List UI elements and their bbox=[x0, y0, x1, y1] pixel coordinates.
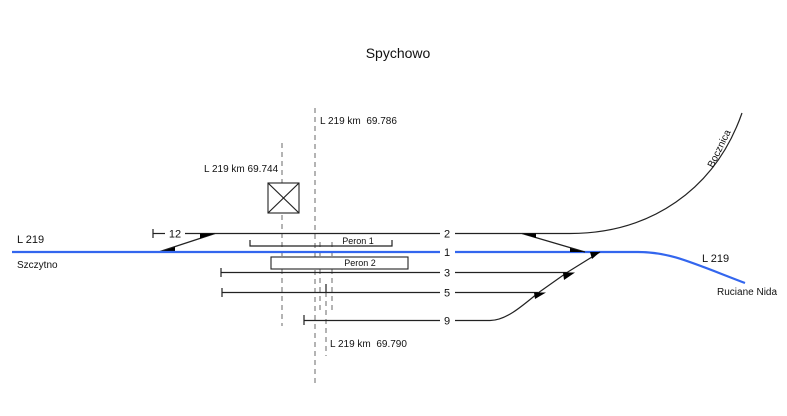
km-label-69790: L 219 km 69.790 bbox=[330, 339, 407, 350]
platform-1-label: Peron 1 bbox=[342, 236, 374, 246]
line-label-right: L 219 bbox=[702, 253, 729, 265]
km-label-69744: L 219 km 69.744 bbox=[204, 164, 279, 175]
track-number-3: 3 bbox=[444, 268, 450, 280]
switch-frog-icon bbox=[534, 292, 546, 299]
level-crossing-icon bbox=[267, 182, 300, 214]
km-label-69786: L 219 km 69.786 bbox=[320, 116, 397, 127]
switch-frog-icon bbox=[161, 247, 175, 252]
track-number-2: 2 bbox=[444, 229, 450, 241]
switch-frog-icon bbox=[563, 272, 575, 280]
destination-left: Szczytno bbox=[17, 260, 58, 271]
switch-frog-icon bbox=[570, 248, 585, 252]
siding-track-bocznica bbox=[455, 112, 743, 235]
switch-frog-icon bbox=[590, 252, 600, 259]
platform-2-label: Peron 2 bbox=[344, 258, 376, 268]
line-label-left: L 219 bbox=[17, 234, 44, 246]
station-title: Spychowo bbox=[366, 45, 431, 61]
switch-frog-icon bbox=[522, 233, 536, 238]
main-line-track-1 bbox=[455, 250, 746, 285]
switch-frog-icon bbox=[200, 233, 215, 239]
track-number-1: 1 bbox=[444, 247, 450, 259]
track-number-12: 12 bbox=[169, 229, 181, 241]
track-number-5: 5 bbox=[444, 288, 450, 300]
destination-right: Ruciane Nida bbox=[717, 287, 777, 298]
siding-label: Bocznica bbox=[706, 128, 734, 170]
track-number-9: 9 bbox=[444, 316, 450, 328]
platform-2 bbox=[270, 256, 409, 270]
platform-1 bbox=[249, 240, 393, 247]
track-9-ladder bbox=[455, 251, 601, 322]
